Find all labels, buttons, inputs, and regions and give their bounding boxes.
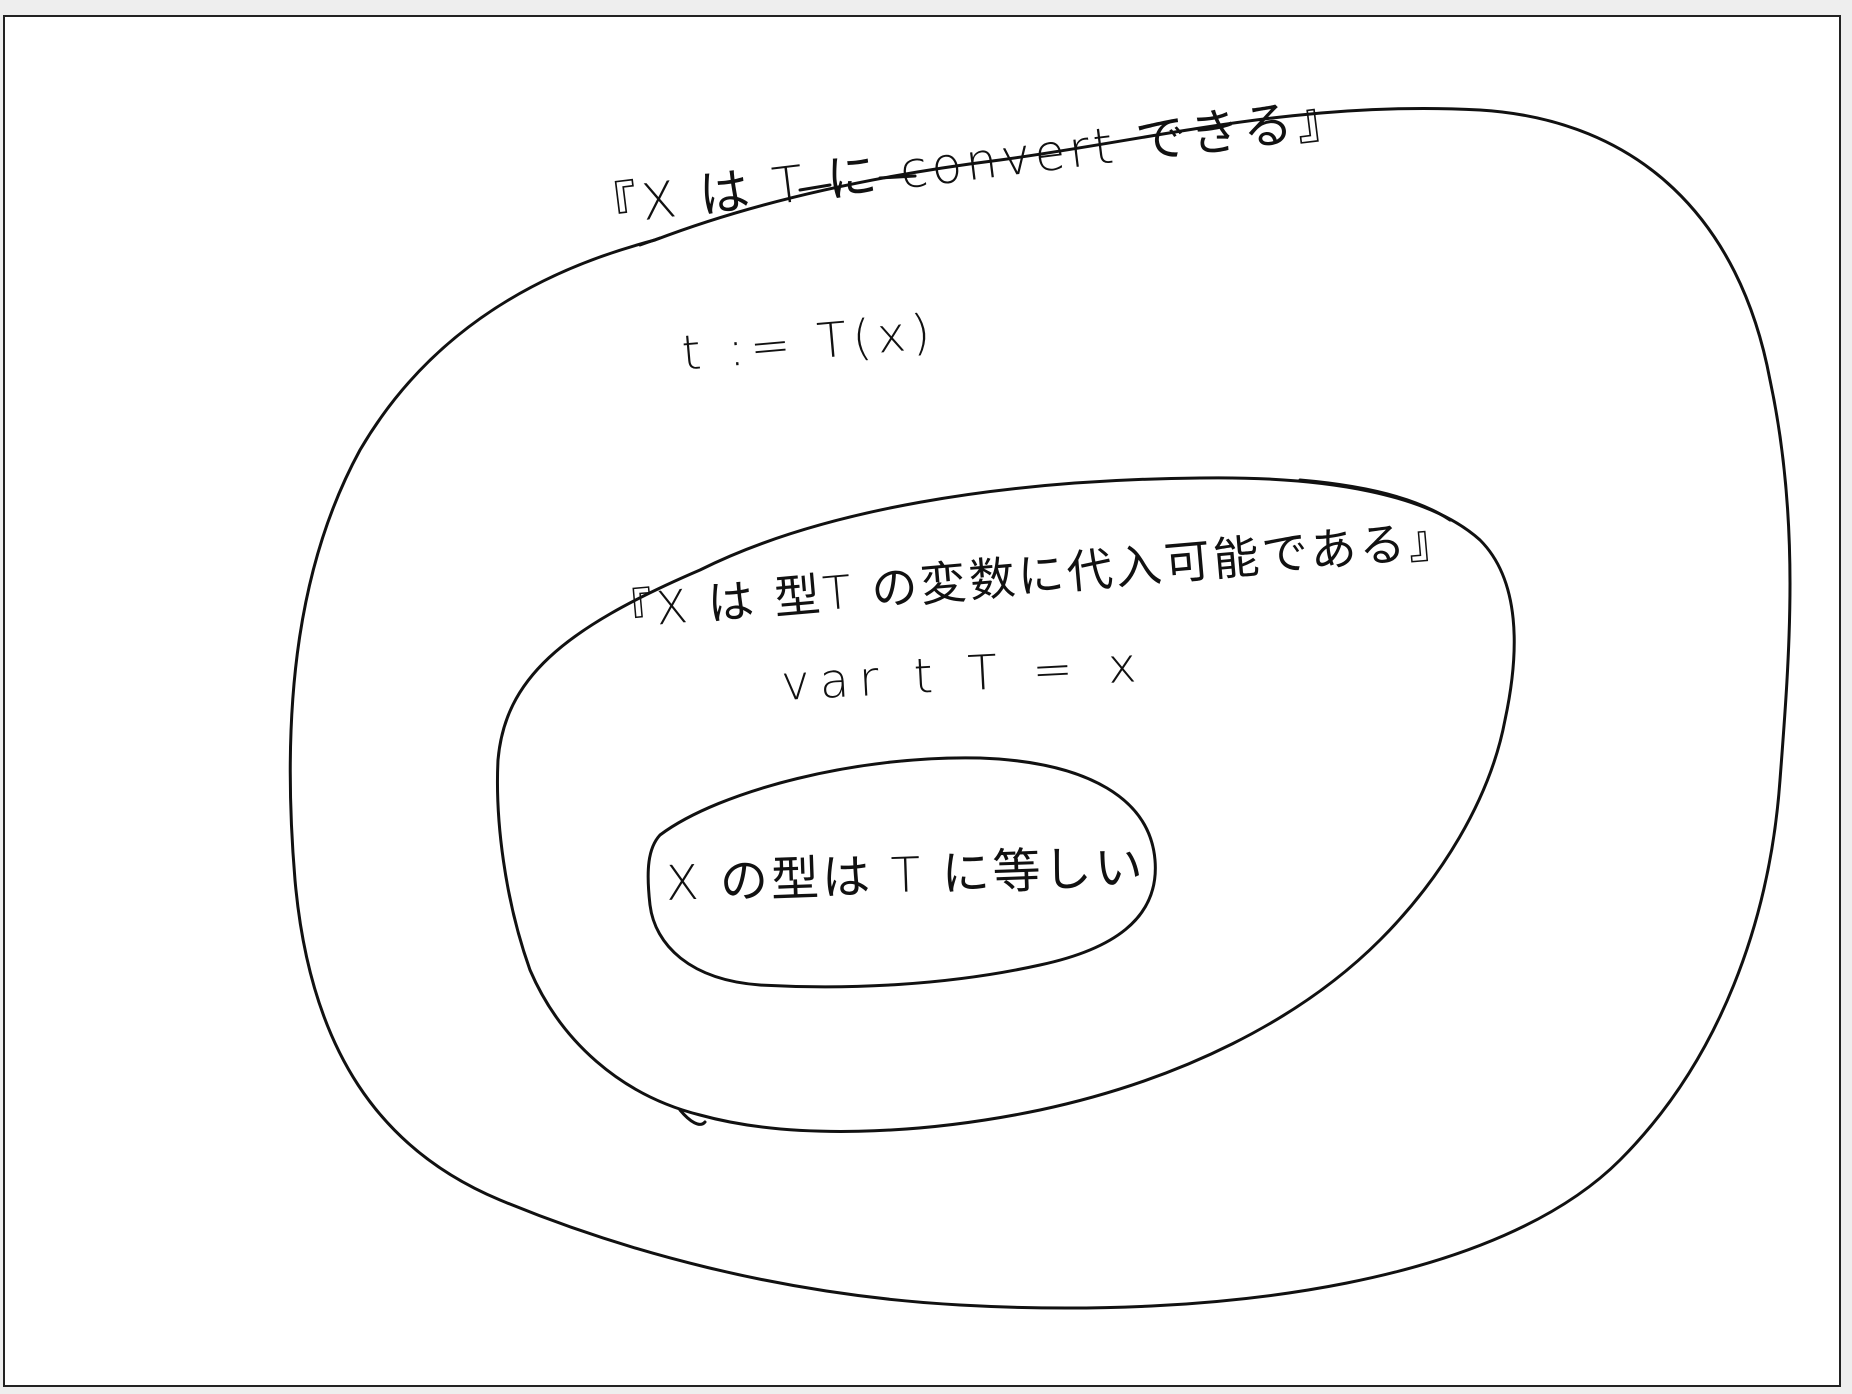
inner-set-outline [646, 756, 1157, 989]
middle-set-outline [495, 476, 1516, 1133]
outer-set-stroke-mark [638, 174, 917, 247]
diagram-frame [3, 15, 1841, 1387]
middle-set-stroke-mark [678, 478, 1452, 1126]
outer-set-outline [288, 106, 1792, 1310]
